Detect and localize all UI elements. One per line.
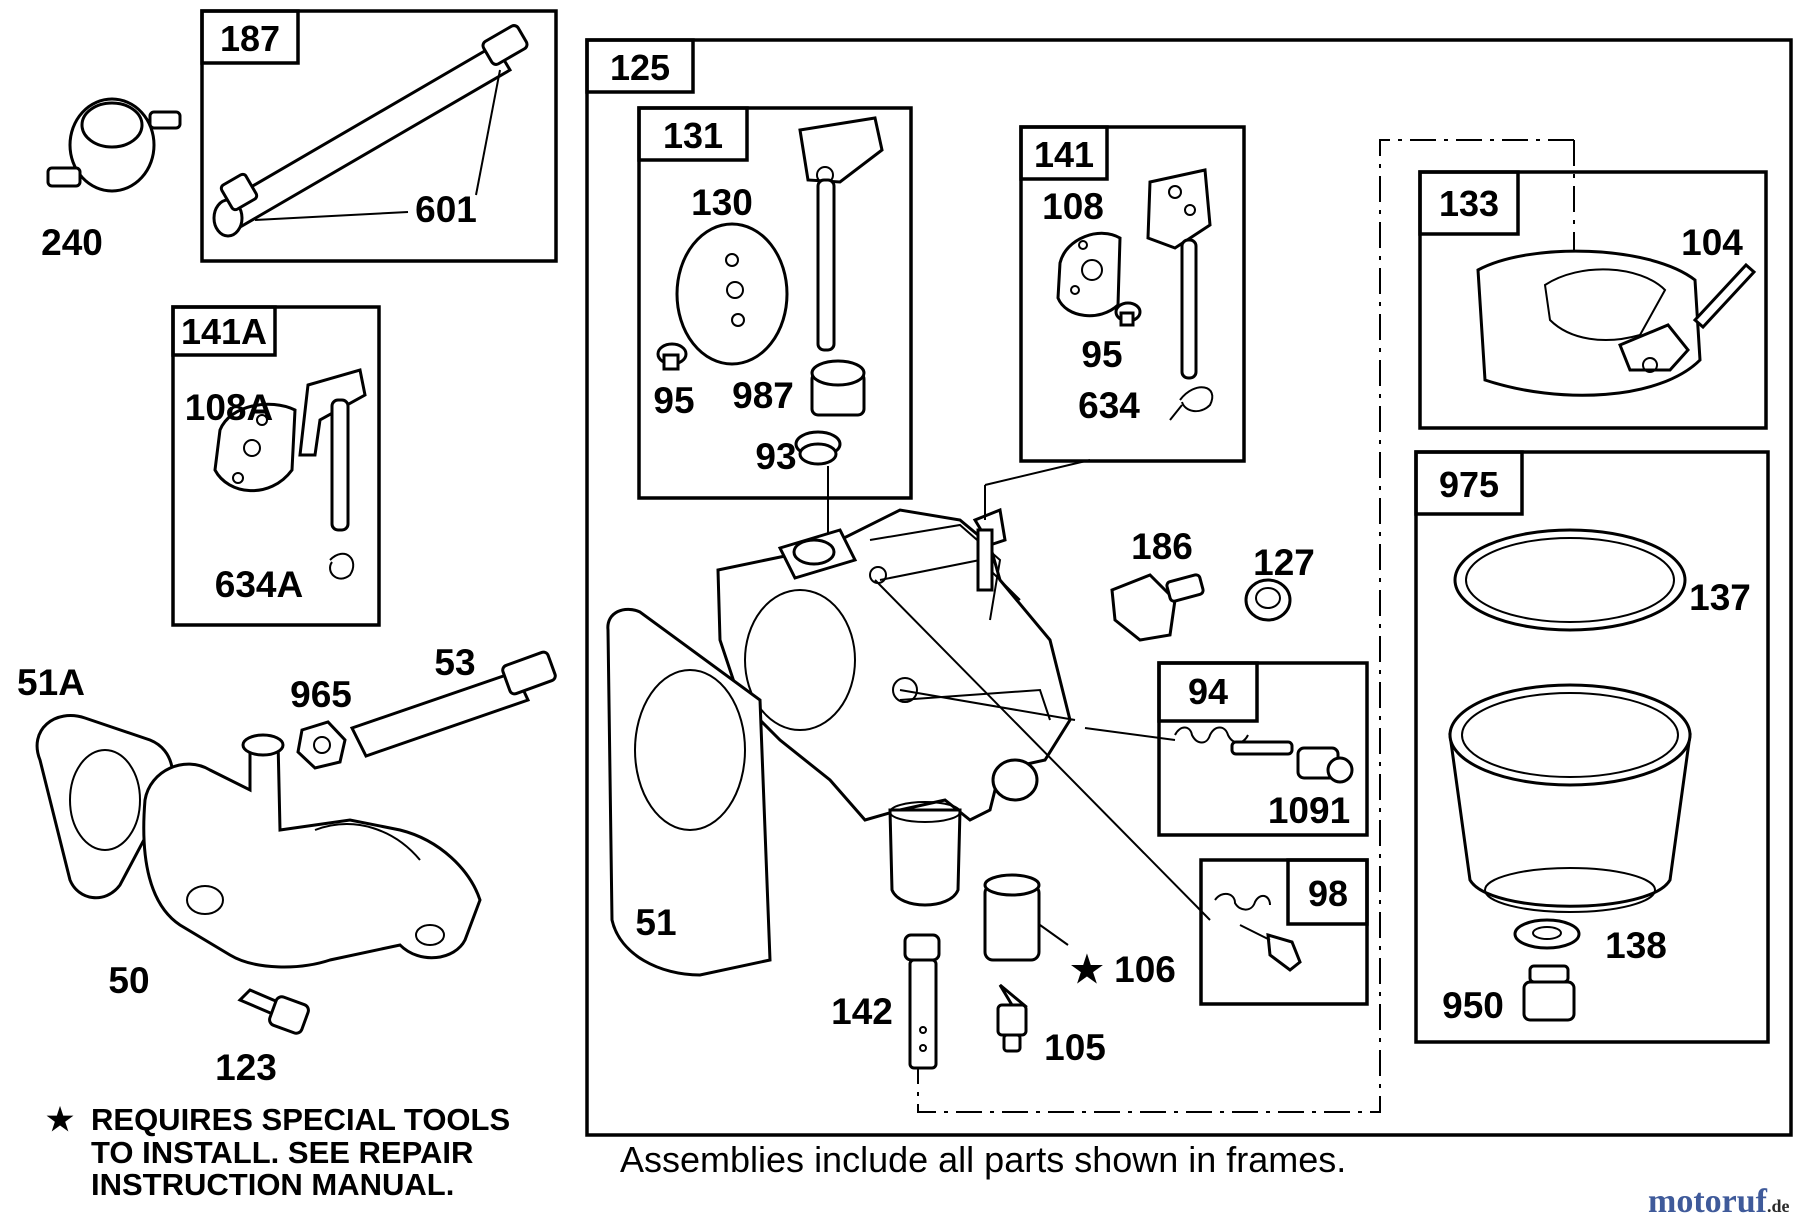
seal-93-part [794, 430, 842, 466]
leader-601-b [475, 69, 501, 196]
label-95-a: 95 [653, 380, 694, 421]
leader-body-b [984, 459, 1091, 486]
label-51A: 51A [17, 662, 85, 703]
label-965: 965 [290, 674, 352, 715]
label-108A: 108A [185, 387, 273, 428]
spacer-106-part [983, 873, 1041, 962]
bowl-screw-950-part [1522, 964, 1576, 1022]
frame-975: 975 [1414, 450, 1770, 1044]
watermark-text: motoruf.de [1648, 1183, 1789, 1220]
watermark-main: motoruf [1648, 1183, 1768, 1220]
frame-141A-label: 141A [181, 311, 267, 352]
frame-141: 141 [1019, 125, 1246, 463]
frame-131-label: 131 [663, 115, 723, 156]
dashed-leader-bowl [917, 139, 1574, 1113]
leader-body-c [874, 579, 1211, 921]
fuel-filter-part [46, 97, 182, 193]
throttle-plate-108-part [1056, 231, 1122, 318]
note-line-1: REQUIRES SPECIAL TOOLS [91, 1102, 510, 1137]
frame-131: 131 [637, 106, 913, 500]
note-line-3: INSTRUCTION MANUAL. [91, 1167, 454, 1202]
label-127: 127 [1253, 542, 1315, 583]
label-138: 138 [1605, 925, 1667, 966]
bushing-987-part [810, 359, 866, 417]
intake-manifold-part [142, 733, 482, 969]
label-53: 53 [434, 642, 475, 683]
frame-94: 94 [1157, 661, 1369, 837]
label-634A: 634A [215, 564, 303, 605]
leader-106 [1039, 924, 1069, 946]
label-601: 601 [415, 189, 477, 230]
carburetor-body-part [716, 507, 1072, 907]
frame-94-label: 94 [1188, 671, 1228, 712]
throttle-shaft-131-part [798, 116, 884, 352]
label-987: 987 [732, 375, 794, 416]
frame-187-label: 187 [220, 18, 280, 59]
frame-125: 125 [585, 38, 1793, 1137]
special-tools-note: ★ REQUIRES SPECIAL TOOLS TO INSTALL. SEE… [46, 1102, 510, 1202]
washer-138-part [1513, 918, 1581, 950]
label-130: 130 [691, 182, 753, 223]
idle-screw-94-part [1174, 726, 1354, 784]
frame-133-label: 133 [1439, 183, 1499, 224]
assemblies-caption: Assemblies include all parts shown in fr… [620, 1139, 1346, 1180]
choke-plate-131-part [675, 222, 789, 366]
choke-plate-141A-part [213, 368, 367, 580]
motoruf-watermark: motoruf.de [1648, 1183, 1789, 1220]
label-93: 93 [755, 436, 796, 477]
elbow-fitting-186-part [1110, 573, 1205, 642]
leader-body-d [899, 689, 1076, 721]
note-line-2: TO INSTALL. SEE REPAIR [91, 1135, 473, 1170]
label-186: 186 [1131, 526, 1193, 567]
label-108: 108 [1042, 186, 1104, 227]
leader-601-a [254, 211, 409, 221]
throttle-shaft-141-part [1146, 168, 1212, 380]
spring-634-part [1169, 386, 1214, 421]
frame-133: 133 [1418, 170, 1768, 430]
star-symbol-106: ★ [1070, 949, 1103, 990]
screw-123-part [237, 988, 310, 1035]
screw-95-141-part [1114, 301, 1142, 327]
needle-105-part [996, 983, 1029, 1053]
note-star-symbol: ★ [46, 1102, 74, 1137]
frame-98: 98 [1199, 858, 1369, 1006]
fitting-53-part [349, 650, 557, 758]
watermark-suffix: .de [1767, 1196, 1790, 1216]
label-95-b: 95 [1081, 334, 1122, 375]
float-133-part [1476, 249, 1702, 397]
label-240: 240 [41, 222, 103, 263]
gasket-137-part [1453, 528, 1687, 632]
label-104: 104 [1681, 222, 1743, 263]
screw-95-131-part [656, 342, 688, 371]
frame-125-label: 125 [610, 47, 670, 88]
emulsion-tube-142-part [903, 933, 941, 1070]
label-137: 137 [1689, 577, 1751, 618]
leader-body-e [1084, 727, 1176, 741]
plug-127-part [1244, 578, 1292, 622]
frame-187: 187 [200, 9, 558, 263]
label-106: 106 [1114, 949, 1176, 990]
frame-141A: 141A [171, 305, 381, 627]
pin-104-part [1692, 262, 1757, 330]
label-50: 50 [108, 960, 149, 1001]
frame-98-label: 98 [1308, 873, 1348, 914]
label-142: 142 [831, 991, 893, 1032]
nut-965-part [296, 720, 347, 770]
label-634: 634 [1078, 385, 1140, 426]
label-123: 123 [215, 1047, 277, 1088]
label-106-group: ★ 106 [1070, 949, 1175, 990]
frame-141-label: 141 [1034, 134, 1094, 175]
gasket-51-part [606, 607, 772, 977]
bowl-part [1448, 683, 1692, 913]
label-105: 105 [1044, 1027, 1106, 1068]
fuel-line-part [212, 24, 529, 238]
frame-975-label: 975 [1439, 464, 1499, 505]
label-950: 950 [1442, 985, 1504, 1026]
label-51: 51 [635, 902, 676, 943]
label-1091: 1091 [1268, 790, 1350, 831]
screw-spring-98-part [1214, 892, 1302, 972]
